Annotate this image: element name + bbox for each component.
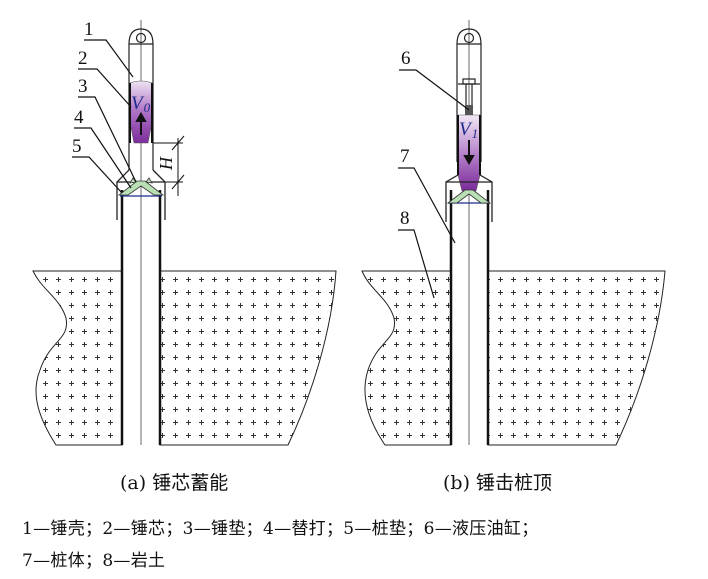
callout-leaders-b [398,69,470,299]
hammer-shell-b [456,28,482,162]
callout-7: 7 [400,146,410,167]
height-dimension [153,135,185,196]
caption-a: (a) 锤芯蓄能 [120,472,229,494]
height-label: H [156,156,176,171]
soil-right-b [487,270,666,446]
callout-4: 4 [74,107,84,128]
soil-left-b [361,270,452,446]
callout-5: 5 [72,136,82,157]
callout-2: 2 [78,48,88,69]
callout-1: 1 [84,19,94,40]
legend-line-2: 7—桩体；8—岩土 [22,551,166,571]
figure-b: V1 6 7 8 [361,20,666,446]
soil-right [159,270,337,446]
callout-6: 6 [401,48,411,69]
hammer-shell [128,28,154,170]
callout-3: 3 [78,76,88,97]
callout-8: 8 [400,208,410,229]
velocity-label-b: V1 [459,119,478,141]
soil-left [32,270,123,446]
hammer-diagram: V0 H 1 2 3 4 5 [32,19,666,446]
arrow-down-icon [463,140,475,166]
caption-b: (b) 锤击桩顶 [443,472,553,494]
legend-line-1: 1—锤壳；2—锤芯；3—锤垫；4—替打；5—桩垫；6—液压油缸； [22,519,539,539]
velocity-label-a: V0 [131,93,151,115]
pile-b [449,20,490,445]
callout-leaders-a [72,39,137,194]
pile-cushion-b [446,189,492,204]
figure-a: V0 H 1 2 3 4 5 [32,19,337,446]
arrow-up-icon [135,111,147,135]
